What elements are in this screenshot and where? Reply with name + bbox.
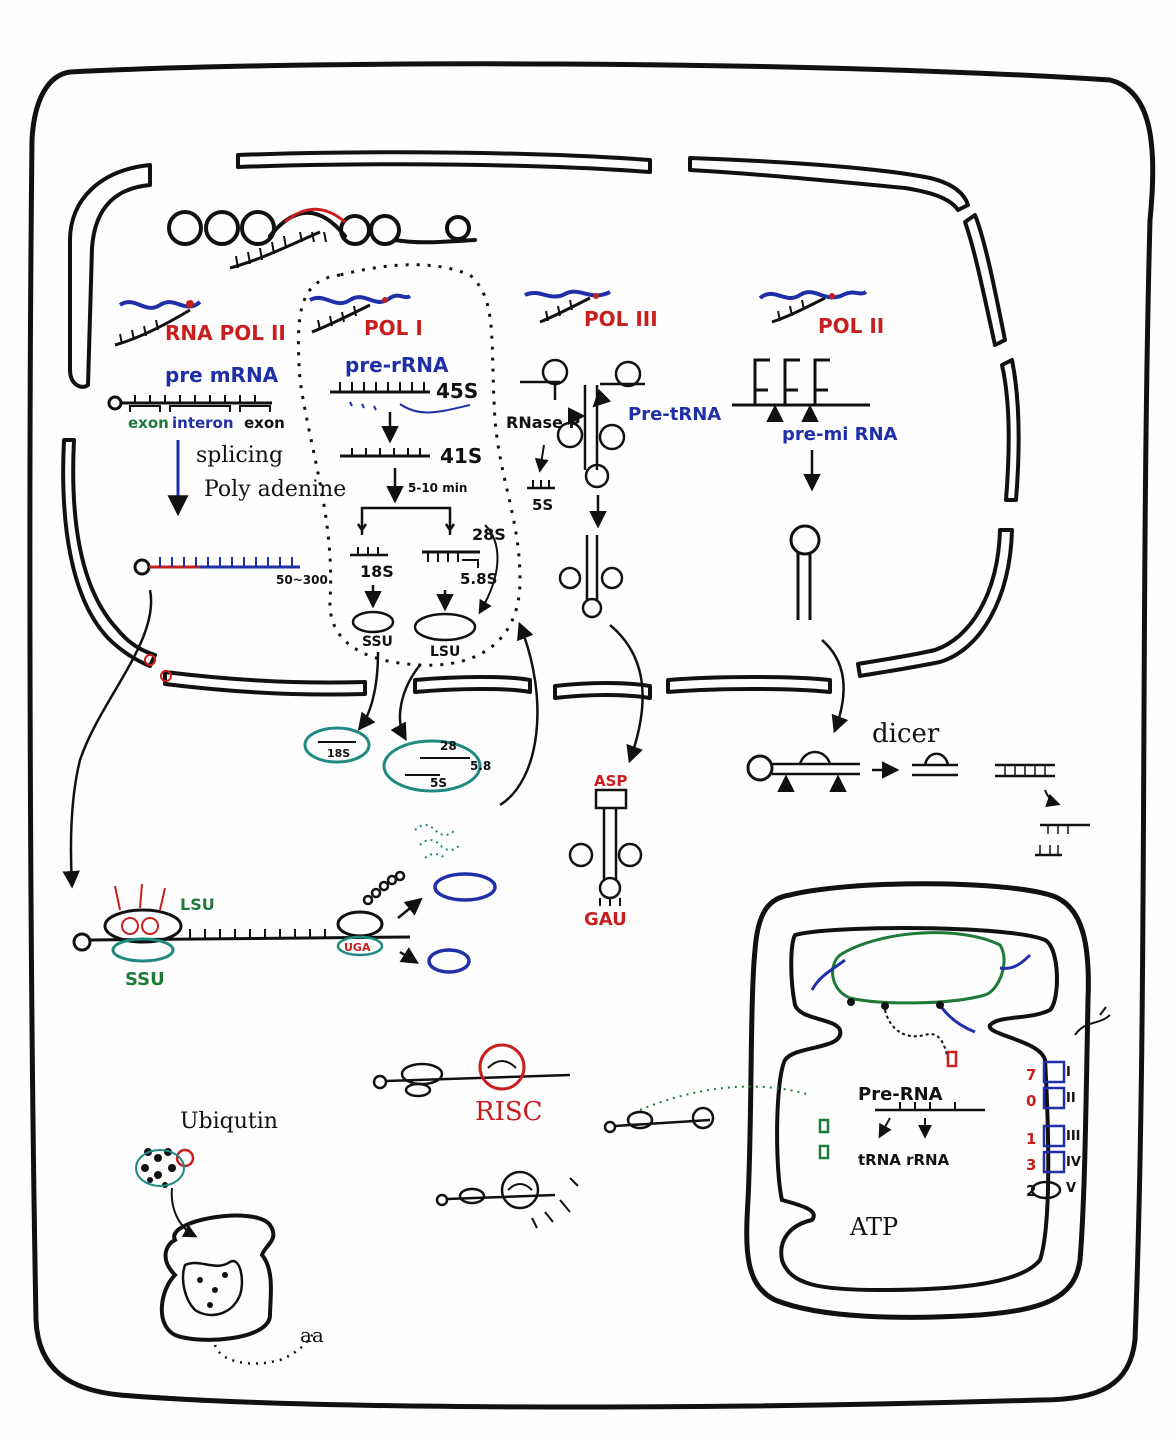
s28-label: 28S: [472, 525, 506, 544]
pol2-mirna-label: POL II: [818, 314, 884, 338]
complex-number-2: 0: [1026, 1092, 1037, 1110]
s5-label: 5S: [532, 496, 553, 514]
pol2-mrna-label: RNA POL II: [165, 321, 286, 345]
splicing-label: splicing: [196, 443, 283, 468]
trna-asp-label: ASP: [594, 772, 627, 790]
complex-4-label: IV: [1066, 1155, 1081, 1170]
exported-ribosome-subunits: 18S 28 5.8 5S: [303, 621, 539, 859]
risc-complex: RISC: [372, 1043, 579, 1229]
stop-codon-label: UGA: [344, 941, 371, 954]
pol2-mirna-pathway: POL II pre-mi RNA: [732, 290, 898, 734]
ssu-label: SSU: [362, 634, 393, 650]
lsu-28-label: 28: [440, 739, 457, 753]
complex-1-label: I: [1066, 1065, 1071, 1080]
pre-mrna-label: pre mRNA: [165, 363, 279, 387]
pol1-rrna-pathway: POL I pre-rRNA 45S 41S 5-10 min 18S 2: [309, 293, 506, 660]
atp-label: ATP: [849, 1213, 898, 1241]
pol3-trna-pathway: POL III Pre-tRNA RNase P 5S: [506, 289, 721, 764]
exon-1-label: exon: [128, 414, 169, 432]
time-label: 5-10 min: [408, 481, 467, 495]
dicer-processing: dicer: [746, 719, 1090, 857]
ssu-label-translation: SSU: [125, 969, 165, 990]
pol1-label: POL I: [364, 316, 423, 340]
s58-label: 5.8S: [460, 570, 497, 588]
dicer-label: dicer: [872, 719, 940, 749]
complex-5-label: V: [1066, 1181, 1077, 1196]
lsu-label: LSU: [430, 644, 460, 660]
complex-number-4: 3: [1026, 1156, 1037, 1174]
charged-trna: ASP GAU: [568, 772, 643, 930]
intron-label: interon: [172, 414, 234, 432]
pre-trna-label: Pre-tRNA: [628, 404, 721, 425]
complex-number-3: 1: [1026, 1130, 1037, 1148]
lsu-58-label: 5.8: [470, 759, 491, 773]
complex-number-5: 2: [1026, 1182, 1037, 1200]
complex-number-1: 7: [1026, 1066, 1037, 1084]
proteasome: Ubiqutin aa: [135, 1109, 324, 1365]
s18-label: 18S: [360, 562, 394, 581]
mito-pre-rna-label: Pre-RNA: [858, 1084, 943, 1105]
lsu-5s-label: 5S: [430, 776, 447, 790]
polyadenine-label: Poly adenine: [204, 477, 346, 502]
amino-acid-label: aa: [300, 1323, 324, 1347]
etc-complex-labels: I II III IV V: [1066, 1060, 1090, 1202]
pol3-label: POL III: [584, 307, 658, 331]
translation-ribosome: LSU SSU UGA: [72, 870, 497, 990]
cell-membrane: [27, 61, 1156, 1410]
etc-number-labels: 7 0 1 3 2: [1026, 1062, 1042, 1204]
complex-3-label: III: [1066, 1129, 1081, 1144]
s41-label: 41S: [440, 444, 482, 468]
s45-label: 45S: [436, 379, 478, 403]
risc-label: RISC: [475, 1097, 543, 1127]
rnase-p-label: RNase P: [506, 413, 580, 432]
mitochondrion: Pre-RNA tRNA rRNA ATP: [603, 881, 1111, 1320]
ubiquitin-label: Ubiqutin: [180, 1109, 278, 1134]
complex-2-label: II: [1066, 1091, 1076, 1106]
lsu-label-translation: LSU: [180, 895, 215, 914]
polya-tail-label: 50~300: [276, 573, 328, 587]
exon-2-label: exon: [244, 414, 285, 432]
chromatin-dna: [167, 207, 477, 270]
pre-mirna-label: pre-mi RNA: [782, 424, 898, 445]
pre-rrna-label: pre-rRNA: [345, 353, 449, 377]
nucleolus-boundary: [296, 263, 522, 667]
trna-anticodon-label: GAU: [584, 909, 627, 930]
ssu-18s-label: 18S: [327, 747, 350, 760]
mito-products-label: tRNA rRNA: [858, 1151, 950, 1169]
pol2-mrna-pathway: RNA POL II pre mRNA exon interon exon sp…: [62, 300, 346, 889]
